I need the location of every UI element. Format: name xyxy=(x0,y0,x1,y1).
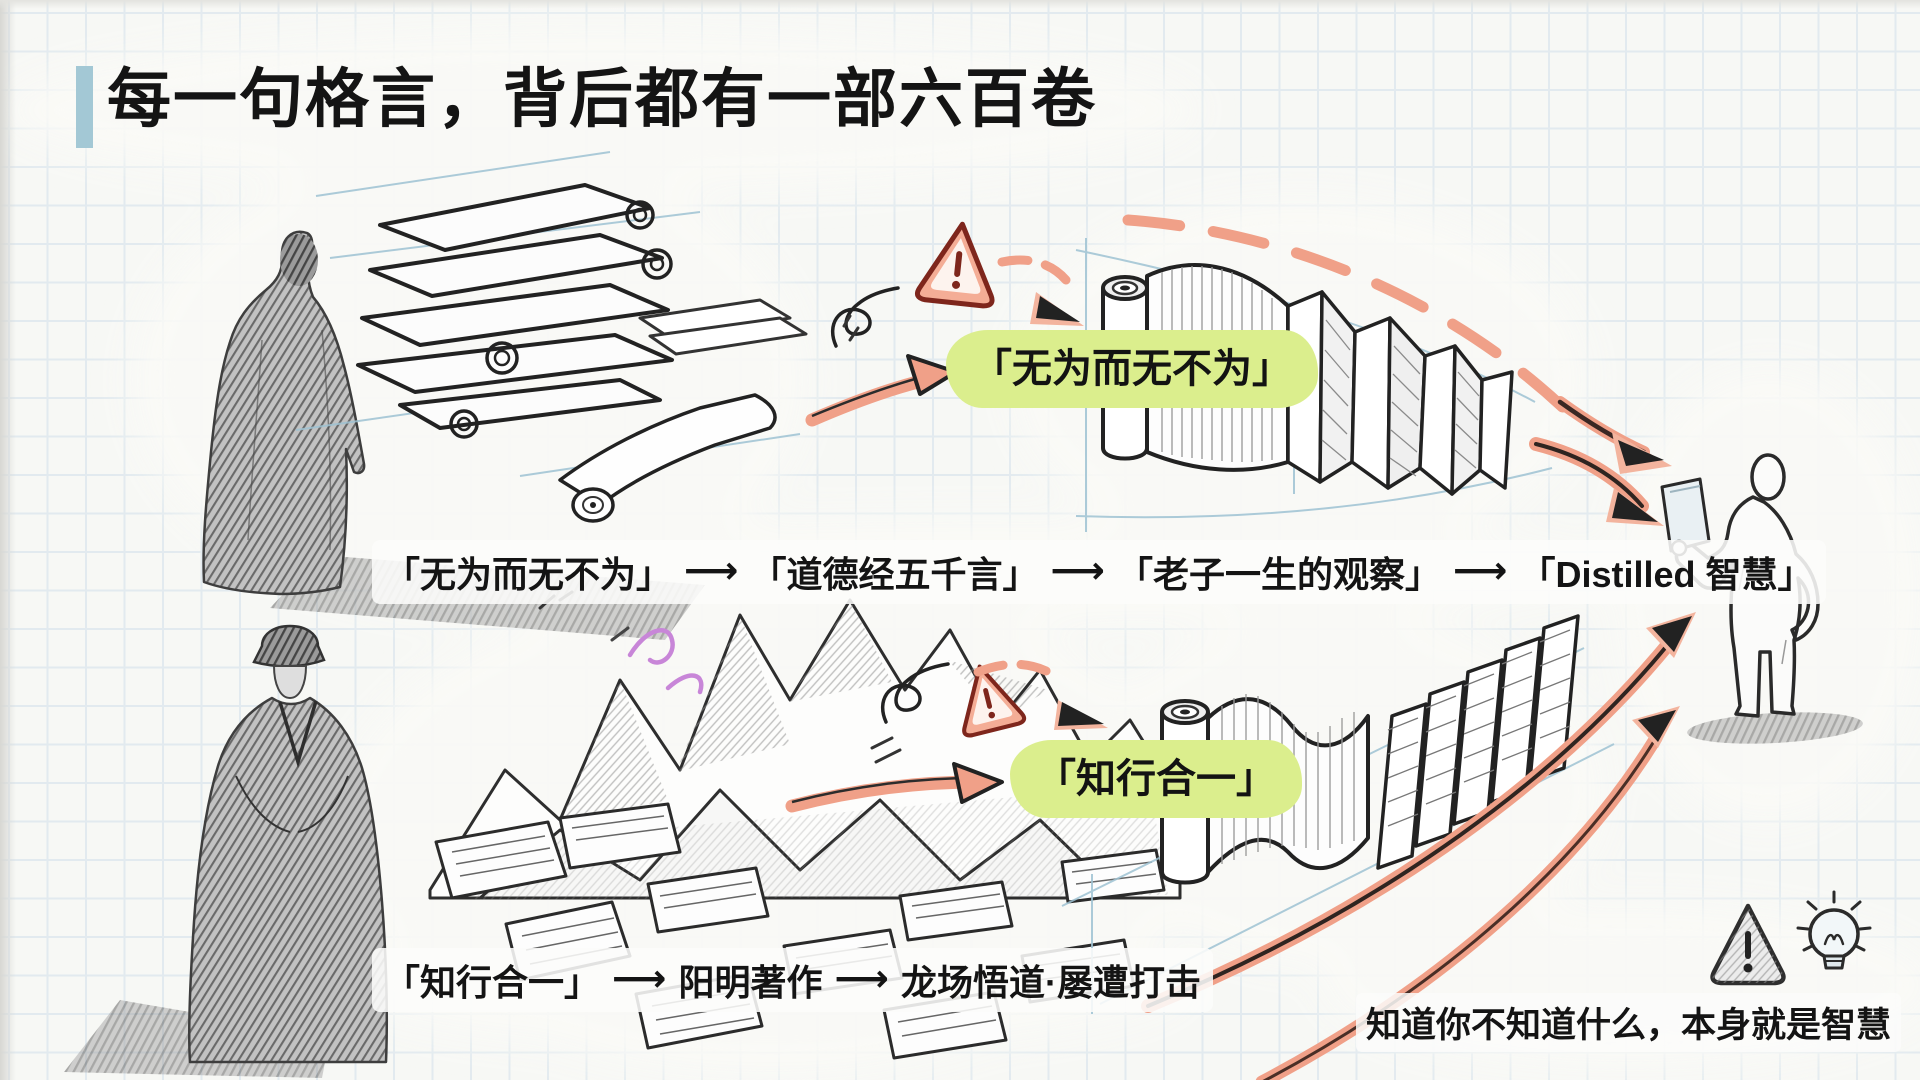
chain-arrow: ⟶ xyxy=(1453,549,1508,592)
dashed-arrow-to-scroll-2 xyxy=(973,659,1108,730)
arrow-to-maxim-1 xyxy=(805,354,958,427)
warning-icon xyxy=(1710,903,1786,986)
chain-item: 「知行合一」 xyxy=(384,962,601,1003)
thin-book-slab xyxy=(638,298,808,356)
warning-icon xyxy=(914,221,995,309)
dashed-arrow-to-scroll-1 xyxy=(997,255,1084,326)
scroll-stack xyxy=(295,151,808,523)
yangming-chain: 「知行合一」 ⟶ 阳明著作 ⟶ 龙场悟道·屡遭打击 xyxy=(372,948,1213,1012)
maxim-label-zhixing: 「知行合一」 xyxy=(1010,740,1302,818)
maxim-label-wuwei: 「无为而无不为」 xyxy=(946,330,1318,408)
title-block: 每一句格言，背后都有一部六百卷 xyxy=(76,56,1097,148)
unrolled-scroll xyxy=(558,393,777,523)
chain-item: 「道德经五千言」 xyxy=(750,554,1039,595)
chain-arrow: ⟶ xyxy=(612,957,667,1000)
scroll-spirals xyxy=(449,200,673,439)
chain-item: 「Distilled 智慧」 xyxy=(1519,554,1814,595)
page-edge-shade-top xyxy=(0,0,1920,9)
chain-item: 龙场悟道·屡遭打击 xyxy=(901,962,1201,1003)
chain-item: 阳明著作 xyxy=(678,962,823,1003)
daodejing-chain: 「无为而无不为」 ⟶ 「道德经五千言」 ⟶ 「老子一生的观察」 ⟶ 「Disti… xyxy=(372,540,1826,604)
chain-item: 「老子一生的观察」 xyxy=(1117,554,1442,595)
doodle-ticks-top xyxy=(842,314,860,342)
chain-arrow: ⟶ xyxy=(834,957,889,1000)
arrow-scroll2-to-reader-upper xyxy=(1141,612,1696,1013)
purple-scribble xyxy=(627,628,704,695)
scholar-figure xyxy=(64,624,389,1078)
arrow-scroll1-to-reader xyxy=(1529,437,1664,526)
chain-arrow: ⟶ xyxy=(1050,549,1105,592)
doodle-loop-top xyxy=(830,286,900,348)
doodle-loop-mid xyxy=(880,662,950,724)
doodle-ticks-mid xyxy=(870,736,902,764)
wisdom-note: 知道你不知道什么，本身就是智慧 xyxy=(1356,993,1902,1052)
warning-icon xyxy=(962,664,1027,738)
page-edge-shade-left xyxy=(0,0,16,1080)
dashed-arc-to-reader xyxy=(1122,214,1672,474)
arrow-to-maxim-2 xyxy=(785,762,1004,813)
chain-item: 「无为而无不为」 xyxy=(384,554,673,595)
lightbulb-icon xyxy=(1796,890,1872,970)
page-title: 每一句格言，背后都有一部六百卷 xyxy=(107,63,1097,135)
accordion-scroll-2 xyxy=(1061,614,1615,1014)
arrow-scroll2-to-reader-lower xyxy=(1255,706,1680,1080)
title-accent-bar xyxy=(76,66,93,148)
chain-arrow: ⟶ xyxy=(684,549,739,592)
